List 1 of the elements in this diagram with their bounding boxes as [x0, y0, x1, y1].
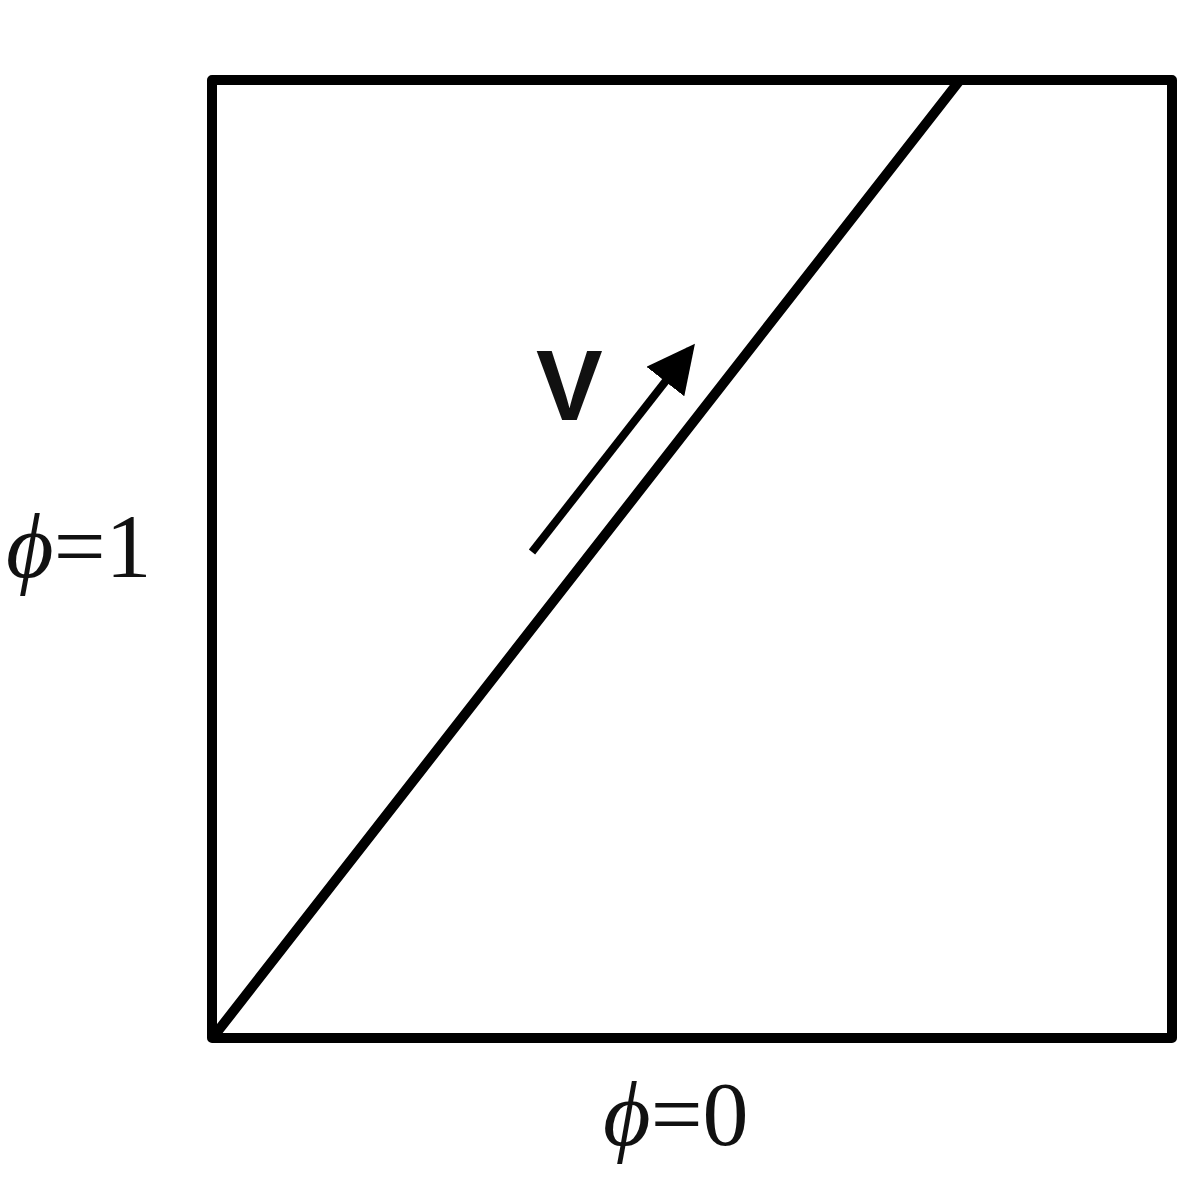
label-text: V [536, 335, 603, 435]
